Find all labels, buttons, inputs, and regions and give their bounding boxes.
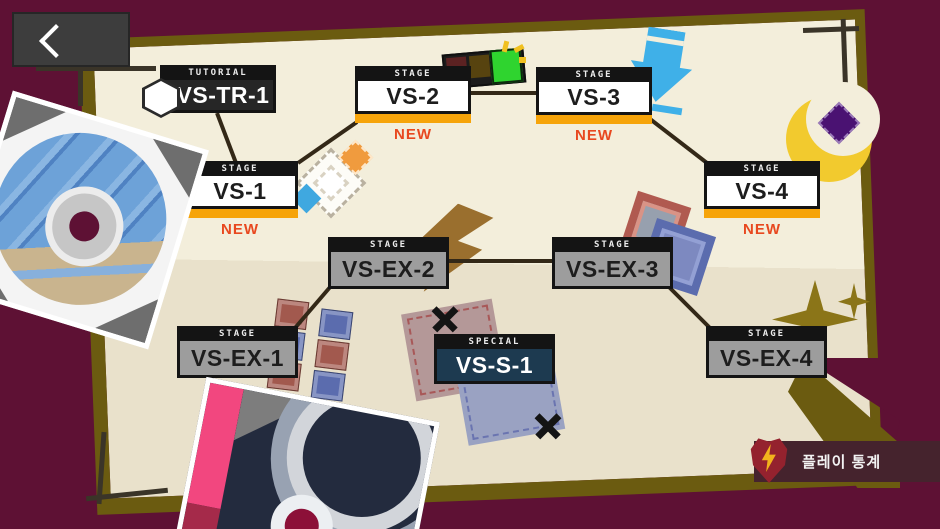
stage-node-vs-s-1[interactable]: SPECIAL VS-S-1 xyxy=(434,334,555,384)
crop-mark-top-left-h xyxy=(36,66,156,71)
new-badge: NEW xyxy=(575,127,613,144)
stage-underline xyxy=(704,209,820,218)
stage-code: VS-EX-4 xyxy=(706,341,827,378)
stage-type-label: STAGE xyxy=(355,66,471,81)
stage-node-vs-ex-3[interactable]: STAGE VS-EX-3 xyxy=(552,237,673,289)
play-stats-label: 플레이 통계 xyxy=(802,454,882,471)
disc-hole xyxy=(65,207,104,246)
stage-type-label: STAGE xyxy=(536,67,652,82)
disc-hub xyxy=(35,176,134,277)
new-badge: NEW xyxy=(221,221,259,238)
connection-line xyxy=(296,120,359,165)
crescent-moon-icon xyxy=(786,82,880,182)
stage-type-label: TUTORIAL xyxy=(160,65,276,80)
stage-code: VS-4 xyxy=(704,176,820,209)
stage-code: VS-2 xyxy=(355,81,471,114)
stage-node-vs-ex-2[interactable]: STAGE VS-EX-2 xyxy=(328,237,449,289)
stage-underline xyxy=(182,209,298,218)
stage-type-label: STAGE xyxy=(552,237,673,252)
chevron-left-icon xyxy=(39,24,73,58)
stage-node-vs-2[interactable]: STAGE VS-2 NEW xyxy=(355,66,471,143)
hexagon-badge-icon xyxy=(142,78,180,118)
new-badge: NEW xyxy=(394,126,432,143)
connection-line xyxy=(648,117,709,165)
stage-node-vs-3[interactable]: STAGE VS-3 NEW xyxy=(536,67,652,144)
connection-line xyxy=(666,284,712,330)
stage-node-vs-ex-1[interactable]: STAGE VS-EX-1 xyxy=(177,326,298,378)
stage-type-label: STAGE xyxy=(182,161,298,176)
stage-code: VS-EX-3 xyxy=(552,252,673,289)
lightning-shield-icon xyxy=(750,436,788,483)
stage-code: VS-S-1 xyxy=(434,349,555,384)
new-badge: NEW xyxy=(743,221,781,238)
stage-type-label: SPECIAL xyxy=(434,334,555,349)
stage-node-vs-4[interactable]: STAGE VS-4 NEW xyxy=(704,161,820,238)
connection-line xyxy=(215,112,238,164)
stage-underline xyxy=(536,115,652,124)
stage-type-label: STAGE xyxy=(177,326,298,341)
stage-code: VS-EX-1 xyxy=(177,341,298,378)
stage-code: VS-3 xyxy=(536,82,652,115)
connection-line xyxy=(293,284,333,330)
stage-type-label: STAGE xyxy=(704,161,820,176)
stage-code: VS-EX-2 xyxy=(328,252,449,289)
stage-node-vs-ex-4[interactable]: STAGE VS-EX-4 xyxy=(706,326,827,378)
stage-type-label: STAGE xyxy=(706,326,827,341)
stage-type-label: STAGE xyxy=(328,237,449,252)
back-button[interactable] xyxy=(12,12,130,67)
crop-mark-top-left-v xyxy=(78,66,83,106)
spark-icon xyxy=(519,57,526,63)
stage-underline xyxy=(355,114,471,123)
